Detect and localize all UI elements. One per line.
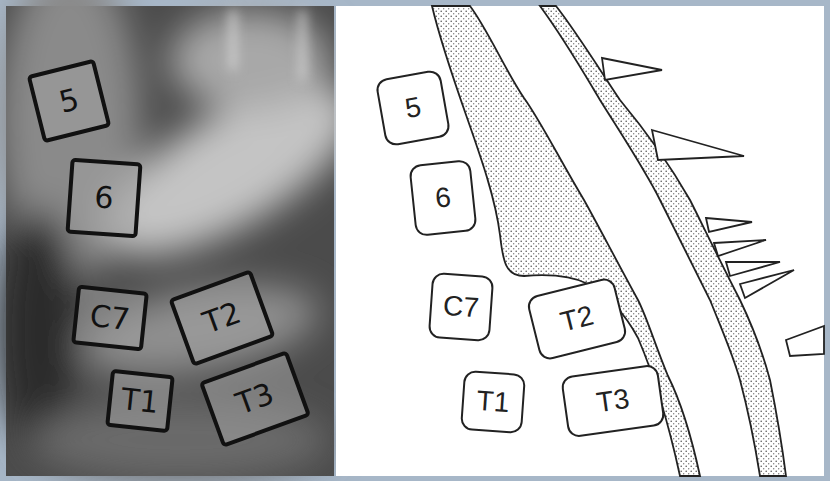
vertebra-box: 5 bbox=[27, 59, 112, 144]
vertebra-label: T2 bbox=[199, 298, 244, 339]
vertebra-box: T1 bbox=[105, 369, 175, 433]
vertebra-box: T1 bbox=[460, 370, 526, 434]
vertebra-box: C7 bbox=[428, 272, 494, 342]
prevertebral-soft-tissue bbox=[432, 6, 700, 476]
vertebra-label: C7 bbox=[442, 292, 480, 322]
vertebra-label: 5 bbox=[56, 84, 82, 118]
drawing-panel bbox=[336, 6, 824, 476]
vertebra-box: 6 bbox=[65, 158, 142, 239]
vertebra-label: T3 bbox=[595, 385, 631, 417]
vertebra-box: 6 bbox=[408, 159, 477, 237]
tracheal-wall bbox=[540, 6, 786, 476]
vertebra-label: T1 bbox=[120, 384, 160, 418]
vertebra-label: 6 bbox=[434, 183, 452, 212]
vertebra-box: T2 bbox=[525, 276, 628, 362]
rib-shadows bbox=[602, 58, 824, 356]
vertebra-label: T2 bbox=[558, 301, 596, 336]
vertebra-box: T3 bbox=[199, 350, 311, 448]
vertebra-label: C7 bbox=[89, 301, 132, 335]
vertebra-box: C7 bbox=[71, 284, 149, 351]
vertebra-label: 5 bbox=[403, 93, 423, 123]
vertebra-box: 5 bbox=[375, 69, 452, 147]
vertebra-label: T3 bbox=[232, 379, 277, 420]
vertebra-label: 6 bbox=[93, 182, 114, 213]
vertebra-label: T1 bbox=[476, 387, 511, 417]
vertebra-box: T2 bbox=[168, 269, 275, 367]
vertebra-box: T3 bbox=[560, 363, 666, 438]
